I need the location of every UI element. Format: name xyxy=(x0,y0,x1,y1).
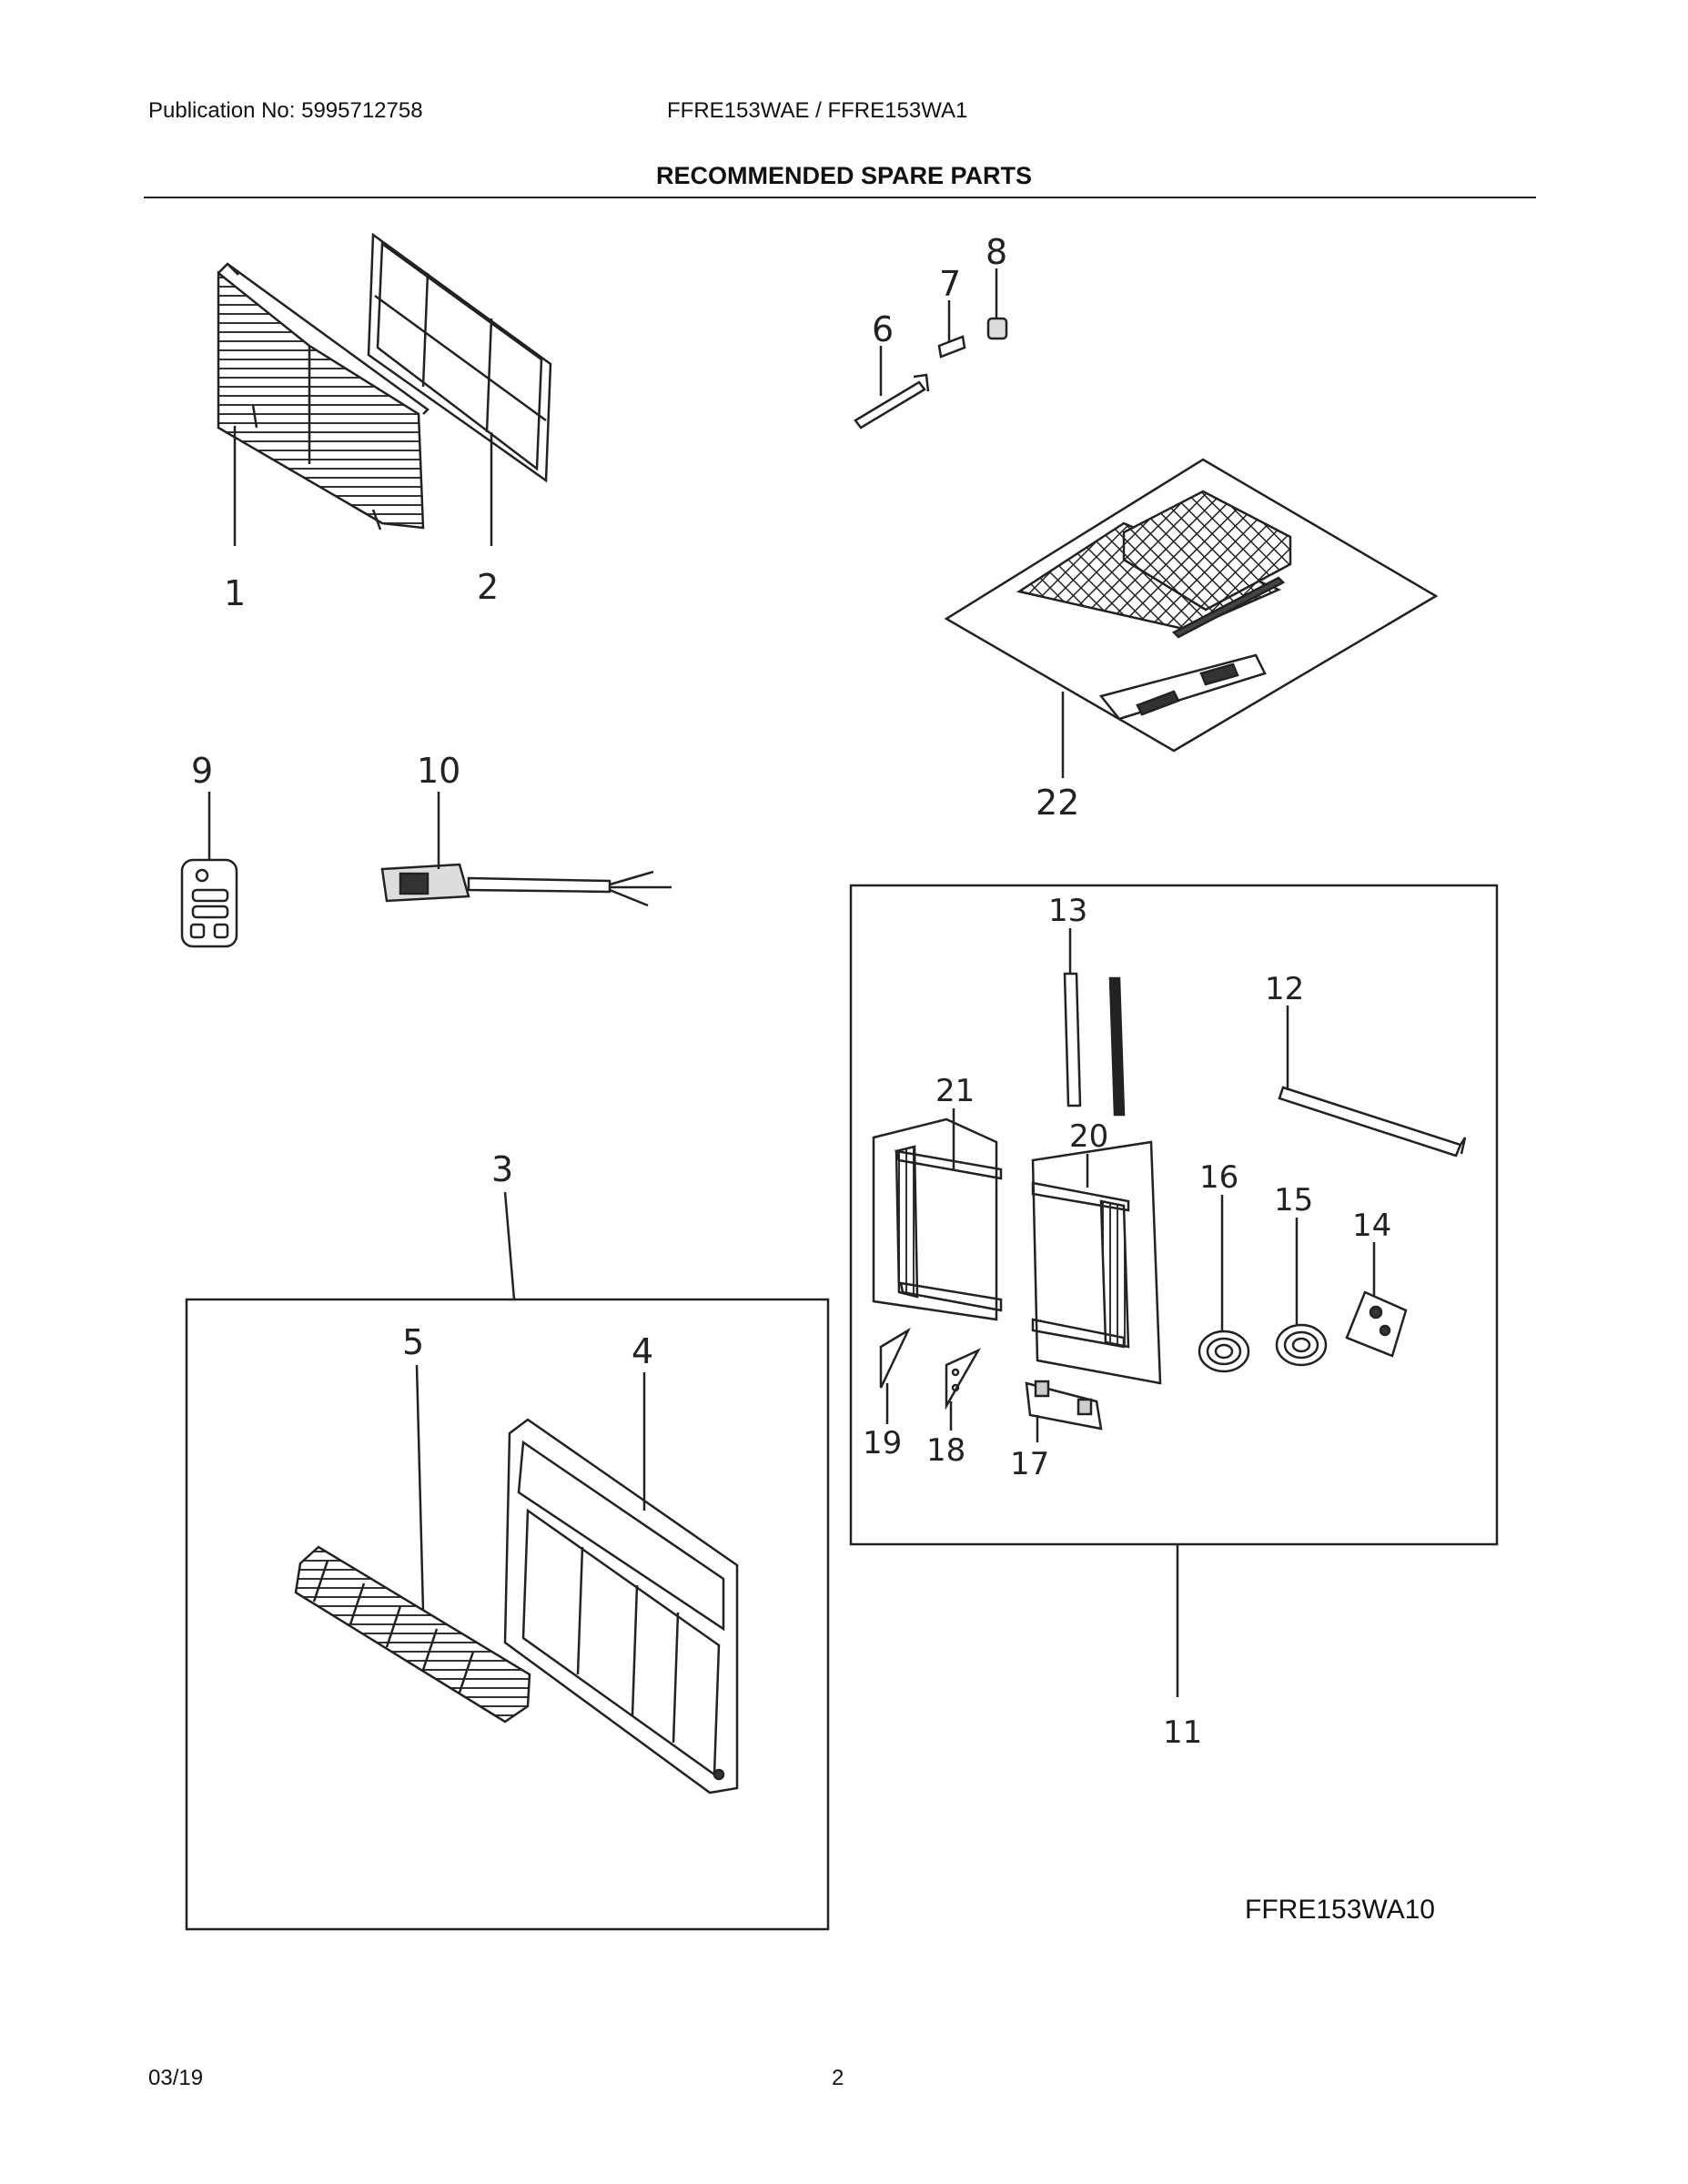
callout-21: 21 xyxy=(935,1073,975,1109)
part-2-filter-frame xyxy=(367,232,552,483)
callout-9: 9 xyxy=(191,751,213,791)
part-3-front-panel-box xyxy=(185,1298,830,1931)
leader-5 xyxy=(415,1364,425,1612)
callout-19: 19 xyxy=(863,1425,902,1461)
header-rule xyxy=(144,197,1536,198)
callout-8: 8 xyxy=(986,232,1007,272)
leader-3 xyxy=(503,1191,516,1300)
part-9-remote xyxy=(180,858,238,948)
callout-12: 12 xyxy=(1265,971,1304,1007)
part-20-curtain-right xyxy=(1031,1140,1162,1385)
part-22-accessory-kit xyxy=(944,458,1439,753)
publication-number: Publication No: 5995712758 xyxy=(148,98,423,123)
callout-1: 1 xyxy=(224,573,246,613)
part-5-louver xyxy=(294,1545,531,1724)
part-8-fastener xyxy=(986,317,1008,340)
part-4-front-panel xyxy=(503,1418,739,1795)
part-12-sill-bar xyxy=(1278,1086,1467,1158)
callout-17: 17 xyxy=(1010,1446,1049,1482)
figure-code: FFRE153WA10 xyxy=(1245,1895,1435,1925)
part-16-foam-roll xyxy=(1198,1330,1250,1373)
callout-4: 4 xyxy=(632,1331,653,1371)
part-7-clip xyxy=(937,335,966,359)
part-6-cable-tie xyxy=(854,373,930,430)
part-15-foam-roll xyxy=(1275,1323,1328,1367)
callout-20: 20 xyxy=(1069,1118,1108,1155)
page-number: 2 xyxy=(832,2066,844,2090)
callout-14: 14 xyxy=(1352,1208,1391,1244)
callout-18: 18 xyxy=(926,1432,965,1469)
part-14-screw-bag xyxy=(1345,1290,1408,1358)
part-11-kit-box xyxy=(849,884,1499,1546)
callout-7: 7 xyxy=(939,264,961,304)
part-17-sash-lock xyxy=(1025,1380,1103,1431)
footer-date: 03/19 xyxy=(148,2066,204,2090)
model-numbers: FFRE153WAE / FFRE153WA1 xyxy=(667,98,968,123)
callout-22: 22 xyxy=(1036,783,1079,823)
part-10-power-cord xyxy=(380,863,672,907)
page-title: RECOMMENDED SPARE PARTS xyxy=(655,162,1033,189)
part-19-bracket xyxy=(879,1327,911,1389)
part-1-grille xyxy=(217,262,430,531)
part-21-curtain-left xyxy=(872,1117,1003,1321)
callout-16: 16 xyxy=(1199,1159,1238,1196)
callout-13: 13 xyxy=(1048,893,1087,929)
part-18-bracket xyxy=(945,1348,982,1410)
callout-3: 3 xyxy=(491,1149,513,1189)
callout-6: 6 xyxy=(872,309,894,349)
callout-2: 2 xyxy=(477,567,499,607)
callout-15: 15 xyxy=(1274,1182,1313,1218)
part-13-seal-strip xyxy=(1063,972,1126,1117)
callout-11: 11 xyxy=(1163,1714,1202,1751)
callout-5: 5 xyxy=(402,1322,424,1362)
callout-10: 10 xyxy=(417,751,460,791)
